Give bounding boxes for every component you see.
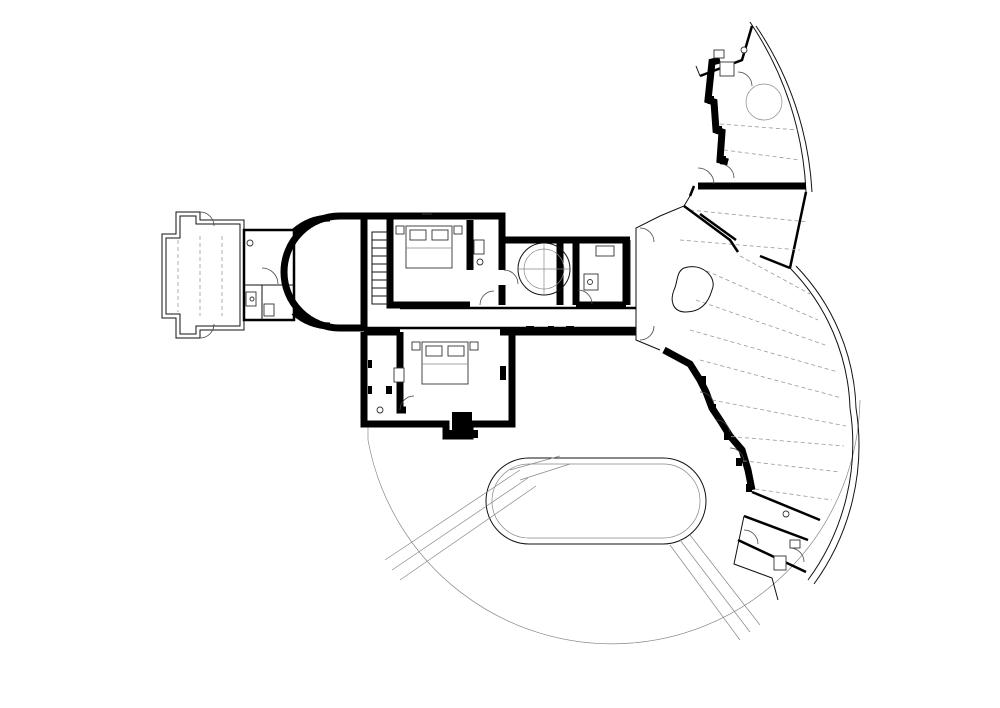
west-pavilion: [161, 211, 245, 339]
apse-room: [280, 212, 364, 332]
bedroom-south: [368, 341, 506, 414]
bedroom-north: [395, 213, 495, 306]
east-wing: [662, 21, 860, 601]
round-room: [503, 242, 571, 296]
bathroom-north-east: [577, 245, 615, 305]
zigzag-wall-blocks: [700, 96, 752, 492]
terrace-paths: [384, 455, 761, 641]
staircase: [371, 231, 389, 305]
east-connector: [629, 195, 691, 351]
corridor-posts: [526, 326, 574, 334]
central-walls: [360, 212, 636, 440]
pool: [485, 457, 707, 545]
